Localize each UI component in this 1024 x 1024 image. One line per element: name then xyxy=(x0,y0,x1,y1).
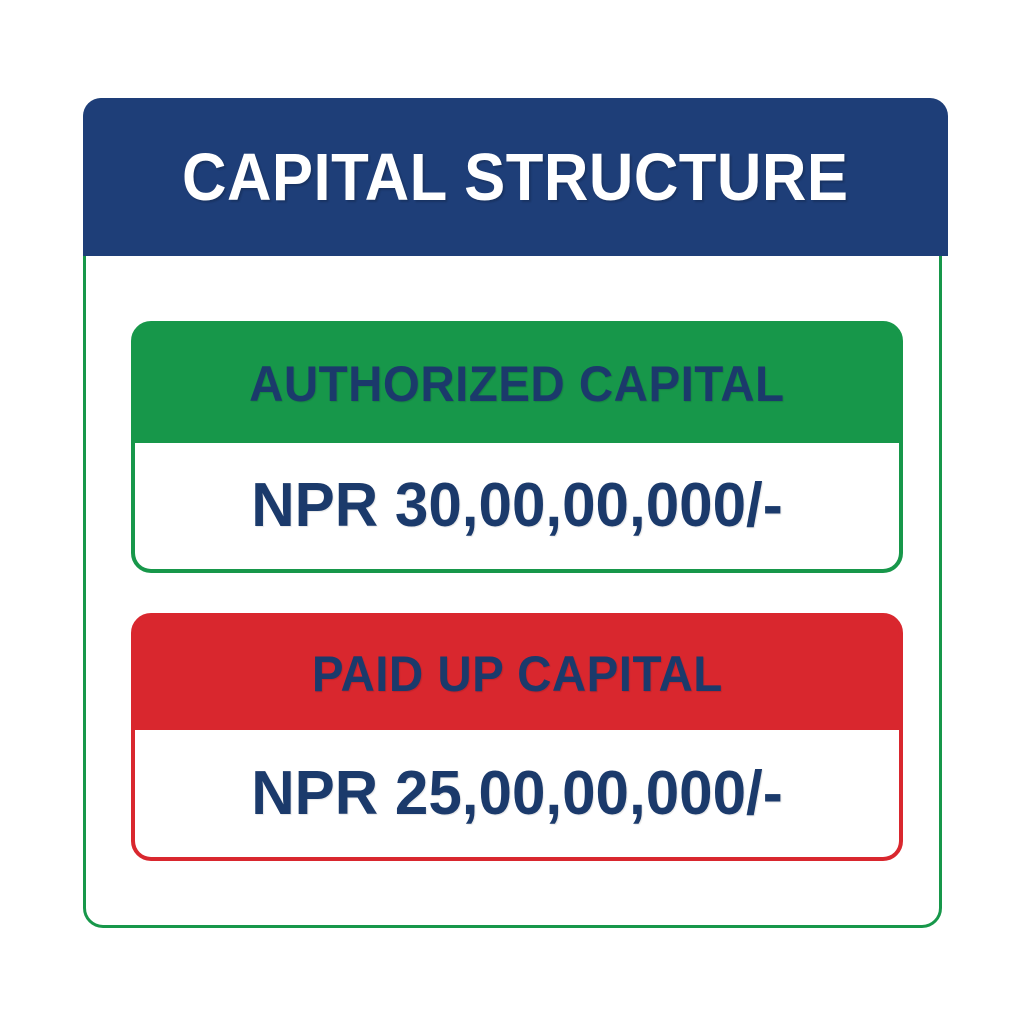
metric-label-authorized-capital: AUTHORIZED CAPITAL xyxy=(249,356,785,412)
metric-label-band-authorized: AUTHORIZED CAPITAL xyxy=(135,325,899,443)
metric-value-authorized-capital: NPR 30,00,00,000/- xyxy=(251,471,783,540)
page-title: CAPITAL STRUCTURE xyxy=(182,139,849,215)
metric-label-paid-up-capital: PAID UP CAPITAL xyxy=(311,645,723,702)
capital-structure-card: CAPITAL STRUCTURE AUTHORIZED CAPITAL NPR… xyxy=(83,98,948,928)
metric-block-authorized-capital: AUTHORIZED CAPITAL NPR 30,00,00,000/- xyxy=(131,321,903,573)
metric-value-band-authorized: NPR 30,00,00,000/- xyxy=(135,443,899,569)
card-header: CAPITAL STRUCTURE xyxy=(83,98,948,256)
metric-value-paid-up-capital: NPR 25,00,00,000/- xyxy=(251,758,783,828)
metric-block-paid-up-capital: PAID UP CAPITAL NPR 25,00,00,000/- xyxy=(131,613,903,861)
metric-label-band-paid-up: PAID UP CAPITAL xyxy=(135,617,899,730)
metric-value-band-paid-up: NPR 25,00,00,000/- xyxy=(135,730,899,857)
card-body: AUTHORIZED CAPITAL NPR 30,00,00,000/- PA… xyxy=(86,256,939,928)
